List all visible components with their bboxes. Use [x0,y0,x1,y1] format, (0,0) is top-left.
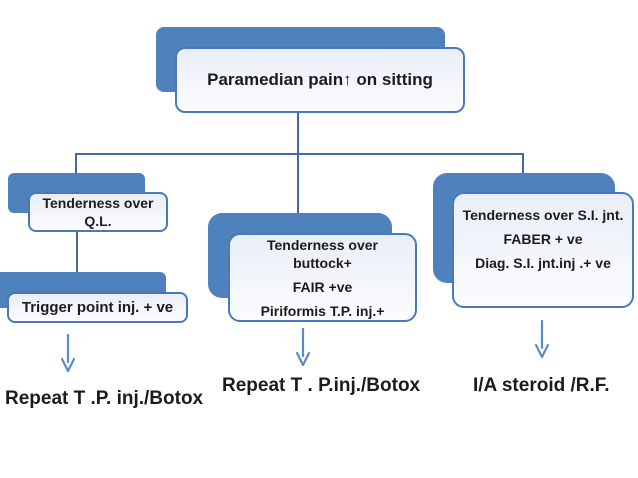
node-trigger-point: Trigger point inj. + ve [7,292,188,323]
down-arrow-middle [295,328,311,367]
node-si-line2: FABER + ve [503,231,583,247]
node-buttock-line3: Piriformis T.P. inj.+ [260,302,385,319]
node-tenderness-ql-line2: Q.L. [84,213,112,229]
node-trigger-point-label: Trigger point inj. + ve [21,298,174,316]
outcome-right-label: I/A steroid /R.F. [473,375,610,396]
node-si-line3: Diag. S.I. jnt.inj .+ ve [475,255,611,271]
connector-middle-drop [297,153,299,215]
node-tenderness-ql-line1: Tenderness over [42,195,154,211]
down-arrow-left [60,334,76,373]
node-paramedian-pain: Paramedian pain↑ on sitting [175,47,465,113]
node-tenderness-buttock: Tenderness over buttock+ FAIR +ve Pirifo… [228,233,417,322]
outcome-middle-label: Repeat T . P.inj./Botox [222,375,421,396]
node-tenderness-si-joint: Tenderness over S.I. jnt. FABER + ve Dia… [452,192,634,308]
connector-root-stem [297,112,299,154]
node-buttock-line1: Tenderness over buttock+ [266,236,378,271]
outcome-left-label: Repeat T .P. inj./Botox [5,388,204,409]
node-paramedian-pain-label: Paramedian pain↑ on sitting [207,70,433,89]
down-arrow-right [534,320,550,359]
connector-branch-bar [75,153,523,155]
connector-ql-to-trigger [76,228,78,274]
connector-left-drop [75,153,77,176]
node-buttock-line2: FAIR +ve [292,278,353,295]
node-tenderness-ql: Tenderness over Q.L. [28,192,168,232]
node-si-line1: Tenderness over S.I. jnt. [462,207,624,223]
connector-right-drop [522,153,524,175]
